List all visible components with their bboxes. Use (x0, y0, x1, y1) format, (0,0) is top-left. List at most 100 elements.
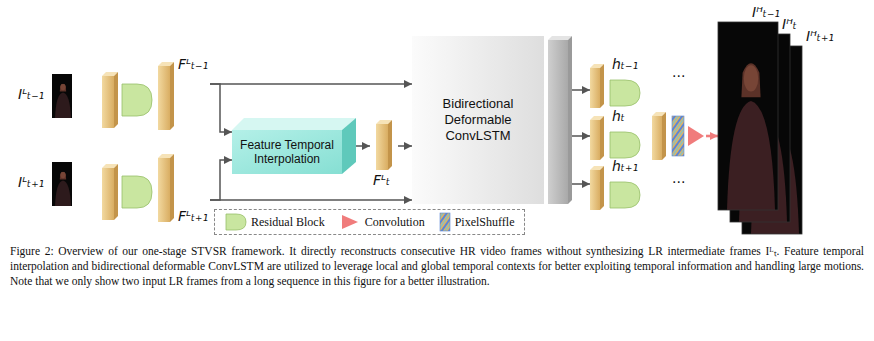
legend-text: Residual Block (251, 215, 325, 230)
convolution-symbol (342, 215, 358, 229)
arrow-connector (572, 135, 590, 137)
legend-item: Residual Block (225, 212, 325, 232)
video-frame (718, 22, 778, 210)
convolution-symbol (688, 126, 704, 146)
arrow-connector (210, 84, 232, 132)
legend-text: Convolution (365, 215, 425, 230)
feature-slab (376, 124, 388, 170)
person-body (751, 125, 799, 234)
residual-block (226, 214, 246, 230)
legend-item: Convolution (339, 212, 425, 232)
ellipsis-label: ... (672, 64, 685, 80)
slab-side (600, 64, 604, 108)
input-frame-art (52, 162, 72, 206)
feature-slab (548, 40, 568, 204)
figure-caption: Figure 2: Overview of our one-stage STVS… (10, 244, 864, 289)
hidden-state-block: hₜ (590, 110, 706, 160)
arrow-connector (572, 183, 590, 185)
arrow-connector (210, 83, 412, 85)
person-body (727, 101, 775, 210)
feature-slab (590, 120, 600, 160)
feature-slab (102, 76, 114, 128)
box-front (232, 130, 342, 174)
video-frame (742, 46, 802, 234)
hidden-state-block-art (590, 110, 706, 160)
person-hair (765, 87, 784, 121)
feature-slab (158, 158, 170, 222)
math-label: Iᴴₜ₋₁ (752, 4, 780, 21)
feature-slab (590, 170, 600, 210)
math-label: Iᴸₜ₊₁ (18, 174, 44, 191)
person-hair (60, 84, 66, 92)
hidden-state-block: hₜ₊₁ (590, 160, 666, 210)
arrow-connector (572, 89, 590, 91)
slab-side (170, 154, 174, 222)
slab-side (600, 166, 604, 210)
ellipsis-label: ... (672, 170, 685, 186)
input-frame: Iᴸₜ₊₁ (52, 162, 72, 206)
slab-side (662, 112, 666, 160)
legend-box: Residual Block Convolution PixelShuffle (214, 209, 525, 235)
hr-frame: Iᴴₜ₋₁ (718, 22, 778, 210)
input-frame-art (52, 74, 72, 118)
input-frame: Iᴸₜ₋₁ (52, 74, 72, 118)
math-label: hₜ₋₁ (612, 56, 638, 73)
legend-item: PixelShuffle (439, 212, 515, 232)
residual-block (610, 80, 640, 106)
feature-slab (158, 66, 170, 130)
box-label: Bidirectional Deformable ConvLSTM (416, 96, 540, 144)
video-frame (52, 74, 72, 118)
frame-border (730, 34, 790, 222)
hidden-state-block: hₜ₋₁ (590, 58, 666, 108)
feature-slab (102, 168, 114, 220)
residual-block (610, 132, 640, 158)
legend-swatch (225, 212, 247, 232)
slab-side (114, 164, 118, 220)
box-label: Feature Temporal Interpolation (236, 138, 338, 166)
legend-swatch (439, 212, 451, 232)
feature-extractor: Fᴸₜ₋₁ (100, 58, 210, 134)
residual-block (610, 182, 640, 208)
math-label: hₜ₊₁ (612, 158, 638, 175)
math-label: Iᴴₜ (782, 16, 797, 33)
video-frame (730, 34, 790, 222)
person-body (55, 92, 71, 118)
arrow-connector (210, 160, 232, 200)
slab-top (548, 36, 572, 40)
video-frame (52, 162, 72, 206)
person-hair (60, 172, 66, 180)
arrow-connector (706, 135, 718, 138)
feature-slab (652, 116, 662, 160)
slab-side (568, 36, 572, 204)
person-head (768, 89, 782, 115)
slab-side (388, 120, 392, 170)
math-label: Fᴸₜ₊₁ (178, 208, 208, 225)
frame-border (718, 22, 778, 210)
pixelshuffle-symbol (672, 116, 684, 156)
feature-extractor: Fᴸₜ₊₁ (100, 150, 210, 226)
hr-frame-art (718, 22, 778, 210)
frame-border (742, 46, 802, 234)
math-label: Fᴸₜ₋₁ (178, 56, 208, 73)
slab-side (170, 62, 174, 130)
slab-side (600, 116, 604, 160)
box-side (342, 118, 356, 174)
math-label: Iᴸₜ₋₁ (18, 86, 44, 103)
person-hair (753, 75, 772, 109)
box-front (412, 36, 544, 204)
legend-text: PixelShuffle (455, 215, 515, 230)
arrow-connector (356, 145, 370, 147)
legend-swatch (339, 212, 361, 232)
pixelshuffle-symbol (440, 213, 450, 231)
slab-side (114, 72, 118, 128)
residual-block (122, 176, 152, 208)
math-label: Iᴴₜ₊₁ (806, 28, 834, 45)
person-head (756, 77, 770, 103)
feature-map: Fᴸₜ (370, 120, 398, 192)
feature-slab (590, 68, 600, 108)
person-body (739, 113, 787, 222)
person-body (55, 180, 71, 206)
math-label: Fᴸₜ (373, 172, 390, 189)
convlstm-box: Bidirectional Deformable ConvLSTM (412, 36, 572, 204)
arrow-connector (398, 145, 412, 147)
